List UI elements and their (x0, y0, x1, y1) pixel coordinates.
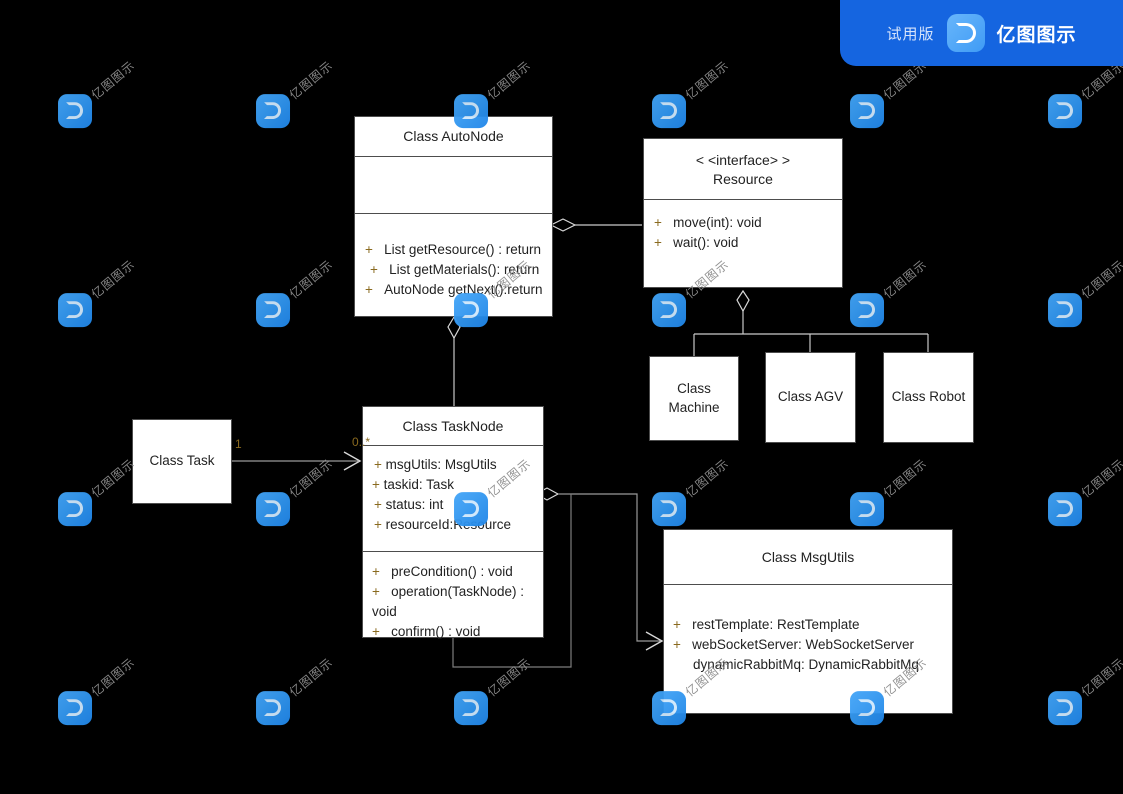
member-row: + webSocketServer: WebSocketServer (673, 636, 915, 652)
class-box-machine[interactable]: Class Machine (649, 356, 739, 441)
connector-task-tasknode (232, 451, 362, 471)
member-row: + preCondition() : void (372, 563, 513, 579)
brand-name: 亿图图示 (996, 23, 1077, 46)
class-attributes-autonode (355, 157, 552, 213)
class-box-task[interactable]: Class Task (132, 419, 232, 504)
member-text: taskid: Task (383, 476, 454, 492)
member-row: + status: int (374, 496, 444, 512)
member-text: AutoNode getNext():return (384, 281, 543, 297)
member-text: List getResource() : return (384, 241, 541, 257)
member-text: webSocketServer: WebSocketServer (692, 636, 915, 652)
connector-autonode-resource (549, 218, 642, 232)
member-text: status: int (385, 496, 444, 512)
member-row: + resourceId:Resource (374, 516, 511, 532)
member-text: confirm() : void (391, 623, 481, 639)
member-text: move(int): void (673, 214, 762, 230)
member-row: + List getMaterials(): return (370, 261, 540, 277)
divider (644, 198, 842, 200)
class-attributes-msgutils: + restTemplate: RestTemplate + webSocket… (664, 585, 952, 683)
member-row: + AutoNode getNext():return (365, 281, 543, 297)
member-row: + move(int): void (654, 214, 762, 230)
class-title-robot: Class Robot (891, 389, 966, 405)
member-text: List getMaterials(): return (389, 261, 540, 277)
connector-autonode-tasknode (447, 315, 461, 408)
class-title-autonode: Class AutoNode (403, 128, 504, 144)
class-methods-tasknode: + preCondition() : void + operation(Task… (363, 552, 543, 650)
class-attributes-tasknode: + msgUtils: MsgUtils + taskid: Task + st… (363, 446, 543, 543)
class-methods-resource: + move(int): void + wait(): void (644, 200, 842, 261)
class-title-msgutils: Class MsgUtils (761, 549, 855, 565)
class-box-autonode[interactable]: Class AutoNode + List getResource() : re… (354, 116, 553, 317)
member-row: + taskid: Task (372, 476, 454, 492)
divider (355, 155, 552, 157)
class-box-msgutils[interactable]: Class MsgUtils + restTemplate: RestTempl… (663, 529, 953, 714)
trial-label: 试用版 (886, 24, 935, 43)
divider (363, 444, 543, 446)
member-text: resourceId:Resource (385, 516, 511, 532)
divider (363, 550, 543, 552)
member-row: + msgUtils: MsgUtils (374, 456, 497, 472)
member-text: restTemplate: RestTemplate (692, 616, 860, 632)
member-row: + restTemplate: RestTemplate (673, 616, 860, 632)
class-name-resource: Resource (713, 170, 773, 187)
stereotype-resource: < <interface> > (695, 152, 791, 168)
connector-tasknode-selfloop (452, 493, 572, 668)
multiplicity-tasknode-end: 0..* (352, 435, 371, 449)
member-row: + confirm() : void (372, 623, 481, 639)
class-methods-autonode: + List getResource() : return + List get… (355, 214, 552, 308)
member-text: dynamicRabbitMq: DynamicRabbitMq (693, 656, 919, 672)
class-title-resource: < <interface> > Resource (644, 139, 842, 199)
connector-tasknode-msgutils (534, 487, 664, 651)
class-title-agv: Class AGV (777, 389, 844, 405)
edraw-logo-icon (946, 14, 985, 52)
class-box-agv[interactable]: Class AGV (765, 352, 856, 443)
class-box-tasknode[interactable]: Class TaskNode + msgUtils: MsgUtils + ta… (362, 406, 544, 639)
divider (355, 212, 552, 214)
member-text: preCondition() : void (391, 563, 513, 579)
class-title-task: Class Task (149, 453, 215, 469)
divider (664, 583, 952, 585)
member-text: msgUtils: MsgUtils (385, 456, 497, 472)
class-title-machine: Class Machine (668, 380, 720, 415)
member-row: + wait(): void (654, 234, 739, 250)
multiplicity-task-end: 1 (235, 437, 242, 451)
trial-badge[interactable]: 试用版 亿图图示 (840, 0, 1123, 66)
member-row: + operation(TaskNode) : void (372, 583, 524, 619)
member-text: wait(): void (673, 234, 739, 250)
member-row: + List getResource() : return (365, 241, 541, 257)
class-title-tasknode: Class TaskNode (402, 418, 504, 434)
class-box-resource[interactable]: < <interface> > Resource + move(int): vo… (643, 138, 843, 288)
connector-resource-subclasses (693, 289, 929, 357)
class-box-robot[interactable]: Class Robot (883, 352, 974, 443)
member-text: operation(TaskNode) : void (372, 583, 524, 619)
member-row: dynamicRabbitMq: DynamicRabbitMq (673, 655, 944, 675)
